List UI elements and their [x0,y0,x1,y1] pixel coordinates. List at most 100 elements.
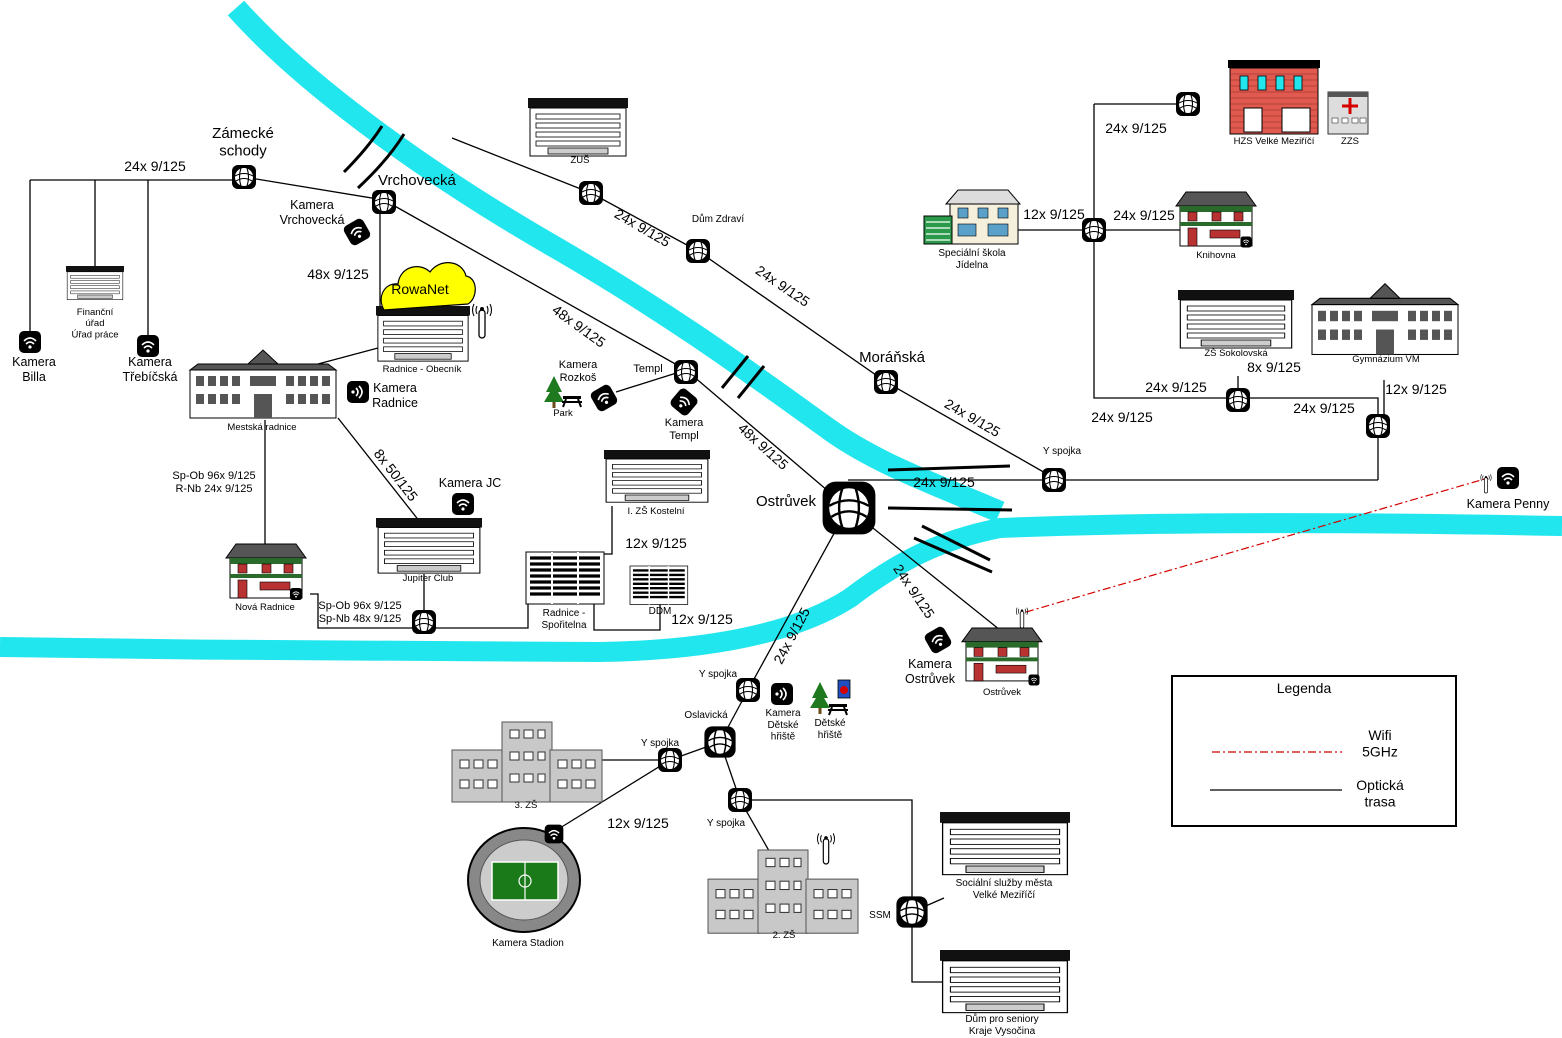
node-vrchovecka[interactable] [371,189,397,215]
jupiter-club-building [375,517,483,574]
ddm-building [628,564,689,606]
l-vrchovecka-down-label: 48x 9/125 [307,266,369,282]
ostruvek-small-label: Ostrůvek [983,687,1021,698]
node-y-spojka-east[interactable] [1041,467,1067,493]
camera-knihovna-icon [1240,236,1252,248]
river-oslava [0,513,1562,663]
hzs-label: HZS Velké Meziříčí [1234,136,1315,147]
l-ostruvek-east-label: 24x 9/125 [913,474,975,490]
dum-senioru-building [939,949,1071,1014]
node-zus[interactable] [578,180,604,206]
moranska-label: Moráňská [859,349,926,366]
park-bench-icon [561,395,583,408]
dum-zdravi-label: Dům Zdraví [692,213,744,225]
y-spojka-3zs-label: Y spojka [641,738,680,749]
rowanet-label: RowaNet [391,281,449,297]
stadion [467,827,581,933]
l-gymnazium-label: 12x 9/125 [1385,381,1447,397]
camera-detske-hriste-icon [770,682,794,706]
radnice-sporitelna-building [524,550,606,606]
l-radnice-jc-label: 8x 50/125 [371,446,422,504]
playground-tree-icon [810,682,830,714]
crossing-marker-vrchovecka [342,125,406,190]
radnice-sporitelna-label: Radnice -Spořitelna [541,608,586,631]
node-hzs[interactable] [1175,91,1201,117]
zs2-label: 2. ZŠ [773,930,796,941]
camera-rozkos-icon [588,382,620,414]
zs-kostelni-building [603,449,711,503]
camera-ostruvek-house-icon [1028,674,1040,686]
y-spojka-east-label: Y spojka [1043,446,1082,457]
specialni-skola-building [923,189,1022,245]
node-oslavicka[interactable] [703,725,737,759]
node-knihovna-hub[interactable] [1081,217,1107,243]
node-moranska[interactable] [873,369,899,395]
l-hzs-label: 24x 9/125 [1105,120,1167,136]
rowanet-cloud [380,262,476,311]
gymnazium-building [1311,283,1459,356]
l-sok-left-a-label: 24x 9/125 [1145,379,1207,395]
camera-radnice-icon [346,380,370,404]
jupiter-club-label: Jupiter Club [403,573,454,584]
legend [1171,675,1457,827]
zus-building [527,97,629,157]
crossing-marker-templ [720,355,766,399]
mestska-radnice-building [189,349,337,419]
l-specialni-label: 12x 9/125 [1023,206,1085,222]
l-kostelni-label: 12x 9/125 [625,535,687,551]
park-label: Park [553,408,573,419]
ostruvek-house-building [961,627,1043,682]
l-zus-dumzdravi-label: 24x 9/125 [612,205,673,250]
node-ssm[interactable] [895,895,929,929]
node-templ[interactable] [673,359,699,385]
kamera-stadion-label: Kamera Stadion [492,938,564,949]
crossing-marker-ostruvek-south [913,524,993,574]
knihovna-label: Knihovna [1196,250,1236,261]
node-dum-zdravi[interactable] [685,238,711,264]
node-sokolovska[interactable] [1225,387,1251,413]
node-jupiter[interactable] [411,609,437,635]
camera-jc-icon [451,492,475,516]
vrchovecka-label: Vrchovecká [378,172,456,189]
l-vrch-templ-label: 48x 9/125 [549,301,608,350]
wifi-link-penny [1025,477,1489,613]
ssm-label: SSM [869,910,891,921]
radnice-obecnik-building [375,305,471,362]
node-y-spojka-3zs[interactable] [657,747,683,773]
l-sok-right-label: 24x 9/125 [1293,400,1355,416]
zs2-building [707,849,859,934]
node-gymnazium[interactable] [1365,413,1391,439]
l-ostruvek-house-label: 24x 9/125 [890,561,938,621]
kamera-jc-label: Kamera JC [439,476,502,490]
hzs-building [1228,60,1320,135]
l-sok-left-b-label: 24x 9/125 [1091,409,1153,425]
node-ostruvek[interactable] [821,480,877,536]
camera-penny-icon [1496,466,1520,490]
playground-bench-icon [827,703,849,716]
zs3-label: 3. ZŠ [515,800,538,811]
node-y-spojka-south[interactable] [735,677,761,703]
node-y-spojka-2zs[interactable] [727,787,753,813]
l-sokolovska-label: 8x 9/125 [1247,359,1301,375]
l-zamecke-west-label: 24x 9/125 [124,158,186,174]
zzs-label: ZZS [1341,136,1359,147]
antenna-2zs-icon [816,832,836,865]
mestska-radnice-label: Mestská radnice [227,422,296,433]
antenna-ostruvek-icon [1015,607,1029,629]
node-zamecke-schody[interactable] [231,164,257,190]
antenna-radnice-icon [471,303,493,339]
